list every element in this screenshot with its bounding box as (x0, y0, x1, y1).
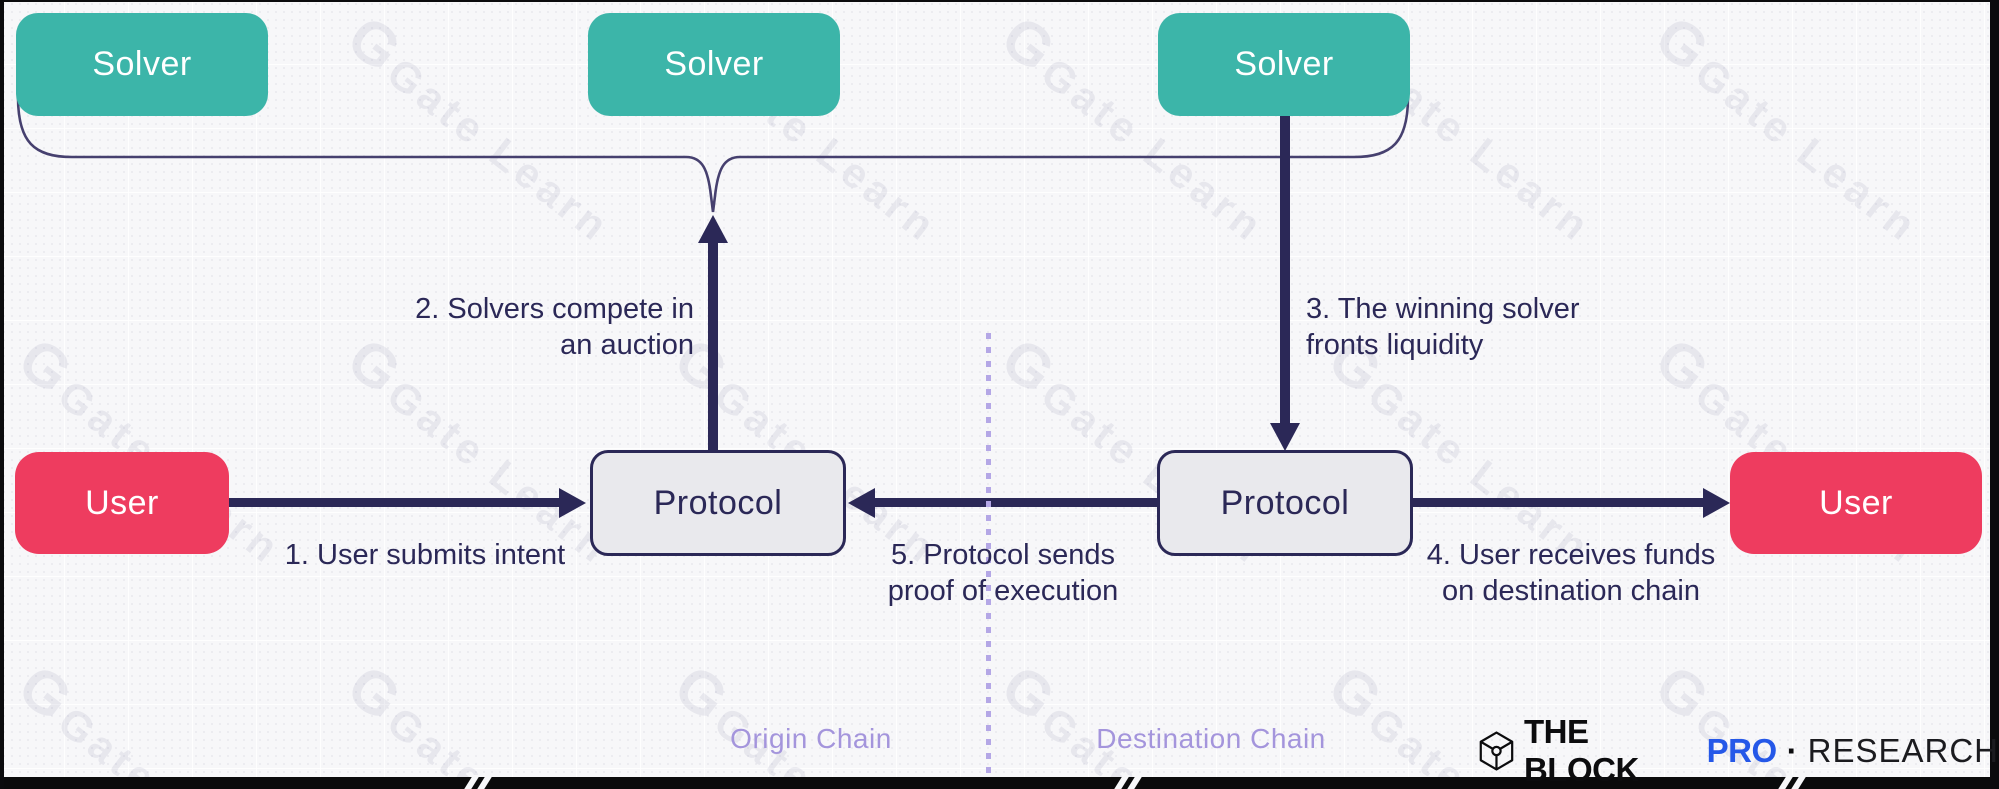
brand-unit: RESEARCH (1807, 732, 1999, 769)
step4-label: 4. User receives funds on destination ch… (1418, 537, 1724, 609)
destination-chain-label: Destination Chain (1096, 723, 1326, 754)
step3-line1: 3. The winning solver (1306, 293, 1580, 325)
frame-edge-right (1990, 0, 1999, 789)
solver-node-middle: Solver (588, 13, 840, 116)
step2-line1: 2. Solvers compete in (415, 293, 694, 325)
the-block-pro-research-logo: THE BLOCK PRO · RESEARCH (1478, 713, 1999, 788)
solver-node-right: Solver (1158, 13, 1410, 116)
arrow-protocol-to-solvers (708, 242, 718, 450)
protocol-node-origin: Protocol (590, 450, 846, 556)
brand-separator: · (1786, 732, 1798, 769)
frame-edge-top (0, 0, 1999, 2)
step2-line2: an auction (560, 329, 694, 361)
arrow-right-icon (559, 488, 586, 518)
arrow-solver-to-protocol (1280, 115, 1290, 423)
arrow-user-to-protocol (229, 498, 559, 507)
step4-line2: on destination chain (1442, 575, 1700, 607)
arrow-up-icon (698, 215, 728, 243)
origin-chain-label: Origin Chain (730, 723, 892, 754)
step5-line1: 5. Protocol sends (890, 539, 1116, 571)
protocol-node-destination: Protocol (1157, 450, 1413, 556)
block-cube-icon (1479, 731, 1514, 771)
step2-label: 2. Solvers compete in an auction (382, 291, 694, 363)
arrow-protocol-to-protocol (875, 498, 1157, 507)
user-node-destination: User (1730, 452, 1982, 554)
brace-path (16, 95, 1410, 213)
chain-divider-dotted-line (986, 333, 991, 776)
brand-tier: PRO (1706, 732, 1778, 769)
arrow-down-icon (1270, 423, 1300, 451)
brand-name: THE BLOCK (1523, 713, 1639, 788)
step3-line2: fronts liquidity (1306, 329, 1484, 361)
arrow-left-icon (848, 488, 875, 518)
user-node-origin: User (15, 452, 229, 554)
bottom-bar (0, 775, 1999, 789)
step1-label: 1. User submits intent (284, 539, 566, 571)
step5-line2: proof of execution (887, 575, 1119, 607)
frame-edge-left (0, 0, 4, 789)
arrow-right-icon (1703, 488, 1730, 518)
step3-label: 3. The winning solver fronts liquidity (1306, 291, 1646, 363)
solver-node-left: Solver (16, 13, 268, 116)
arrow-protocol-to-user (1413, 498, 1703, 507)
step4-line1: 4. User receives funds (1426, 539, 1716, 571)
step5-label: 5. Protocol sends proof of execution (850, 537, 1156, 609)
